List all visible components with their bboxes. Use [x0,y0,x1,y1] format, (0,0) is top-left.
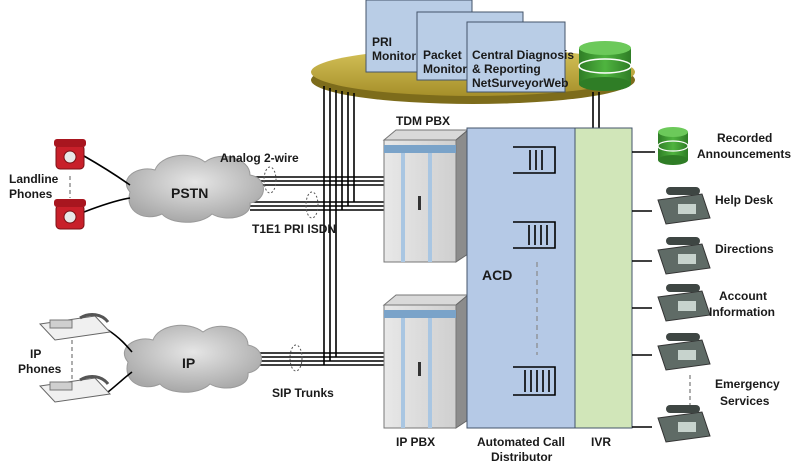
pstn-cloud: PSTN [125,154,264,223]
desk-phone-icon [657,333,711,371]
ivr-output-lines [632,151,691,428]
directions-label: Directions [715,242,774,256]
acd-box [466,127,576,429]
pri-monitor-label-2: Monitor [372,49,416,63]
sip-coil-icon [289,344,303,372]
database-icon [578,41,632,91]
analog-label: Analog 2-wire [220,151,299,165]
emergency-label-2: Services [720,394,770,408]
ip-phones-label-1: IP [30,347,41,361]
central-label-2: & Reporting [472,62,541,76]
pstn-label: PSTN [171,185,208,201]
recorded-label-2: Announcements [697,147,791,161]
ip-cloud-label: IP [182,355,195,371]
account-label-1: Account [719,289,767,303]
ip-pbx-label: IP PBX [396,435,435,449]
t1e1-label: T1E1 PRI ISDN [252,222,336,236]
central-label-3: NetSurveyorWeb [472,76,568,90]
packet-monitor-label-2: Monitor [423,62,467,76]
tdm-pbx-cabinet [382,128,470,263]
pri-monitor-label-1: PRI [372,35,392,49]
packet-monitor-label-1: Packet [423,48,462,62]
central-label-1: Central Diagnosis [472,48,574,62]
queue-icon [513,366,556,396]
ivr-box [574,127,633,429]
acd-label: ACD [482,267,512,283]
ip-phone-icon-2 [38,375,112,403]
analog-coil-icon [263,166,277,194]
ip-pbx-cabinet [382,293,470,429]
queue-icon [513,146,556,174]
central-diagnosis-monitor: Central Diagnosis & Reporting NetSurveyo… [466,21,574,93]
landline-label-2: Phones [9,187,53,201]
landline-phone-icon-2 [54,199,86,230]
t1e1-coil-icon [305,191,319,219]
desk-phone-icon [657,284,711,322]
helpdesk-label: Help Desk [715,193,773,207]
ip-phones-label-2: Phones [18,362,62,376]
queue-icon [513,221,556,249]
ip-cloud: IP [123,324,262,393]
account-label-2: Information [709,305,775,319]
ip-links [71,329,133,393]
landline-label-1: Landline [9,172,59,186]
tdm-pbx-label: TDM PBX [396,114,450,128]
ivr-label: IVR [591,435,611,449]
recorded-db-icon [657,127,689,165]
acd-caption-1: Automated Call [477,435,565,449]
acd-caption-2: Distributor [491,450,553,464]
desk-phone-icon [657,405,711,443]
landline-phone-icon [54,139,86,170]
ip-phone-icon [38,313,112,341]
landline-links [69,155,131,213]
recorded-label-1: Recorded [717,131,772,145]
desk-phone-icon [657,237,711,275]
emergency-label-1: Emergency [715,377,780,391]
trunk-lines [250,86,600,368]
sip-label: SIP Trunks [272,386,334,400]
desk-phone-icon [657,187,711,225]
